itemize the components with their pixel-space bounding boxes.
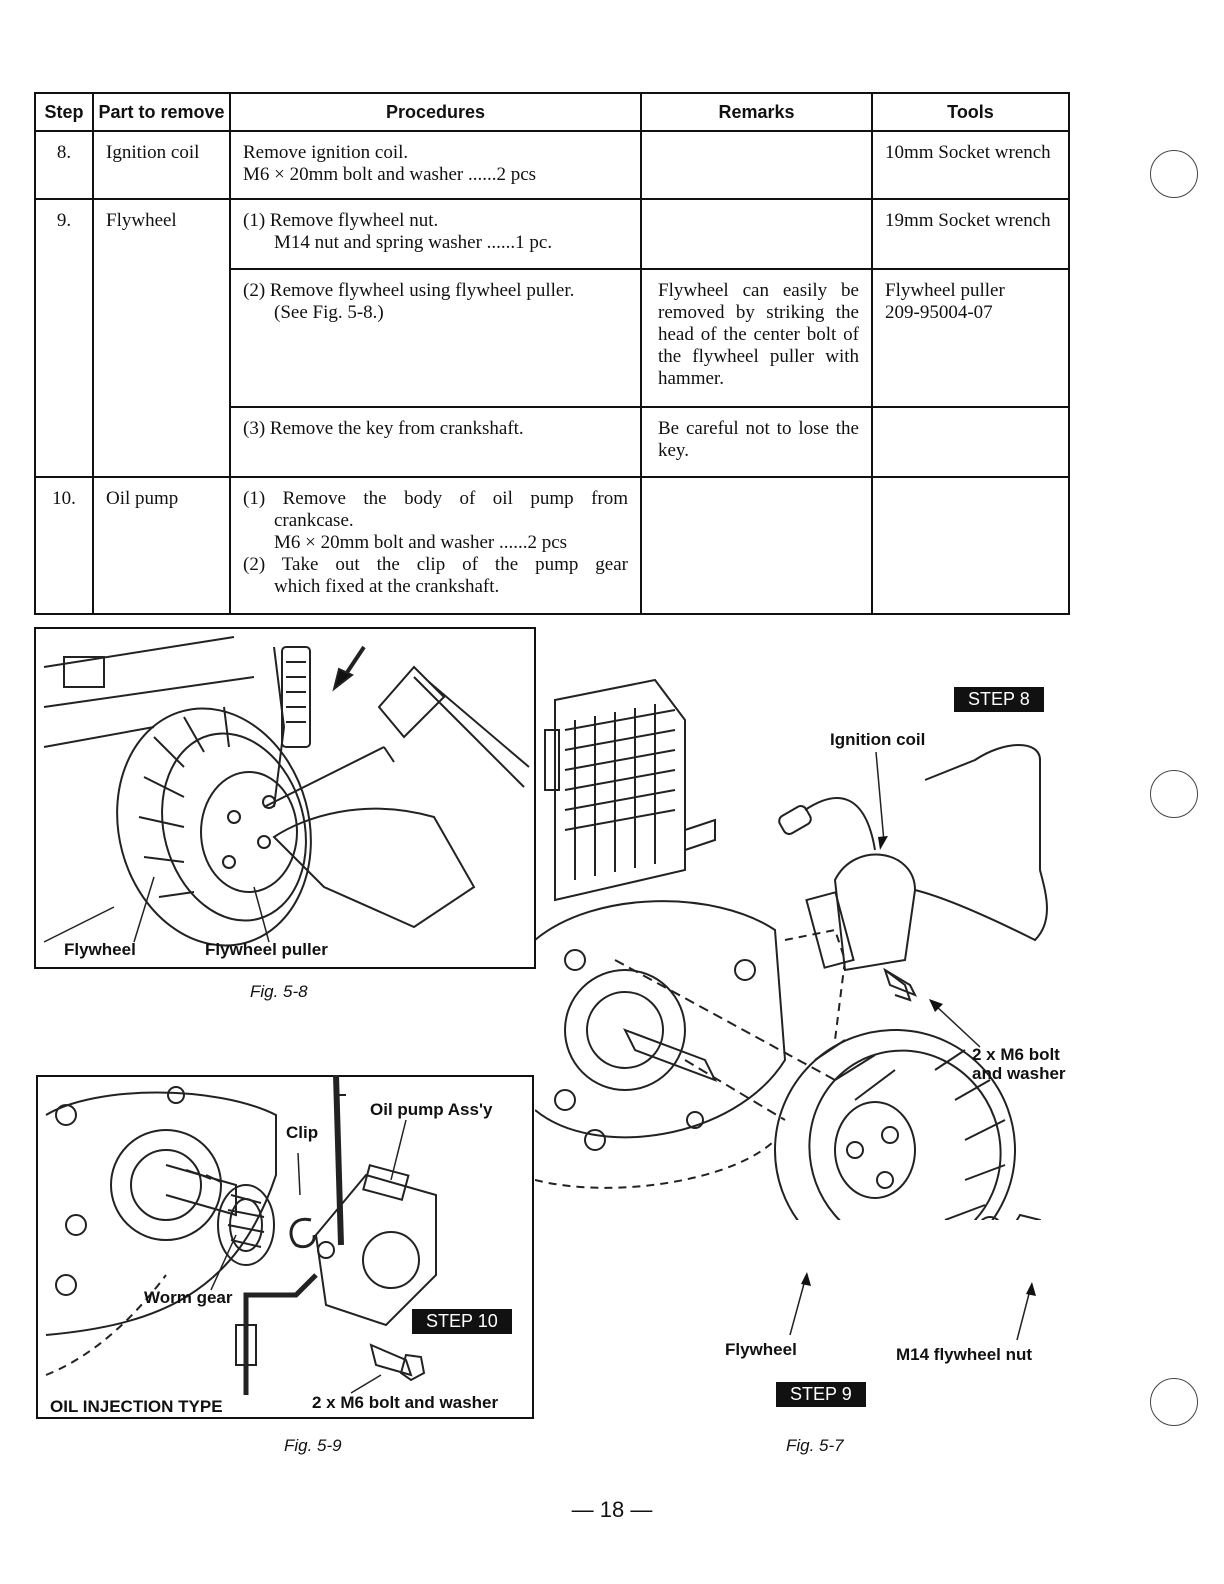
table-row: (3) Remove the key from crankshaft. Be c… [34, 406, 1070, 478]
step-9-badge: STEP 9 [776, 1382, 866, 1407]
label-worm-gear: Worm gear [144, 1288, 233, 1307]
remarks-text [640, 198, 873, 270]
caption-fig-5-7: Fig. 5-7 [786, 1436, 844, 1455]
remarks-text [640, 476, 873, 615]
remarks-text [640, 130, 873, 200]
step-number: 8. [34, 130, 94, 200]
engine-exploded-illustration [535, 678, 1048, 1220]
label-ignition-coil: Ignition coil [830, 730, 926, 749]
procedure-text: Remove ignition coil. M6 × 20mm bolt and… [229, 130, 642, 200]
step-10-badge: STEP 10 [412, 1309, 512, 1334]
procedure-text: (2) Remove flywheel using flywheel pulle… [229, 268, 642, 408]
tools-text [871, 406, 1070, 478]
procedure-text: (1) Remove the body of oil pump from cra… [229, 476, 642, 615]
tools-text [871, 476, 1070, 615]
leader-flywheel [789, 1272, 811, 1336]
flywheel-puller-illustration [34, 627, 536, 969]
binder-hole [1150, 1378, 1198, 1426]
page-number: — 18 — [571, 1497, 653, 1522]
header-step: Step [34, 92, 94, 132]
procedure-table: Step Part to remove Procedures Remarks T… [34, 92, 1070, 615]
remarks-text: Be careful not to lose the key. [640, 406, 873, 478]
label-flywheel-57: Flywheel [725, 1340, 797, 1359]
step-8-badge: STEP 8 [954, 687, 1044, 712]
leader-ignition-coil [875, 752, 888, 850]
table-row: (2) Remove flywheel using flywheel pulle… [34, 268, 1070, 408]
binder-hole [1150, 770, 1198, 818]
remarks-text: Flywheel can easily be removed by striki… [640, 268, 873, 408]
step-number: 10. [34, 476, 94, 615]
table-header-row: Step Part to remove Procedures Remarks T… [34, 92, 1070, 132]
part-name: Ignition coil [92, 130, 231, 200]
leader-m6-bolt [929, 999, 981, 1048]
caption-fig-5-8: Fig. 5-8 [250, 982, 308, 1001]
label-m14-flywheel-nut: M14 flywheel nut [896, 1345, 1033, 1364]
label-m6-bolt-line2: and washer [972, 1064, 1066, 1083]
caption-fig-5-9: Fig. 5-9 [284, 1436, 342, 1455]
procedure-text: (1) Remove flywheel nut. M14 nut and spr… [229, 198, 642, 270]
header-part: Part to remove [92, 92, 231, 132]
leader-flywheel-nut [1016, 1282, 1036, 1341]
oil-pump-illustration [36, 1075, 534, 1419]
tools-text: 10mm Socket wrench [871, 130, 1070, 200]
step-number: 9. [34, 198, 94, 269]
label-flywheel-58: Flywheel [64, 940, 136, 959]
part-name: Oil pump [92, 476, 231, 615]
header-procedures: Procedures [229, 92, 642, 132]
label-m6-bolt-line1: 2 x M6 bolt [972, 1045, 1060, 1064]
header-tools: Tools [871, 92, 1070, 132]
label-oil-injection-type: OIL INJECTION TYPE [50, 1397, 223, 1416]
procedure-text: (3) Remove the key from crankshaft. [229, 406, 642, 478]
table-row: 9. Flywheel (1) Remove flywheel nut. M14… [34, 198, 1070, 270]
label-flywheel-puller: Flywheel puller [205, 940, 328, 959]
tools-text: 19mm Socket wrench [871, 198, 1070, 270]
label-pump-bolt: 2 x M6 bolt and washer [312, 1393, 499, 1412]
label-clip: Clip [286, 1123, 319, 1142]
table-row: 10. Oil pump (1) Remove the body of oil … [34, 476, 1070, 615]
part-name: Flywheel [92, 198, 231, 269]
tools-text: Flywheel puller 209-95004-07 [871, 268, 1070, 408]
table-row: 8. Ignition coil Remove ignition coil. M… [34, 130, 1070, 200]
header-remarks: Remarks [640, 92, 873, 132]
binder-hole [1150, 150, 1198, 198]
label-oil-pump-assy: Oil pump Ass'y [370, 1100, 493, 1119]
